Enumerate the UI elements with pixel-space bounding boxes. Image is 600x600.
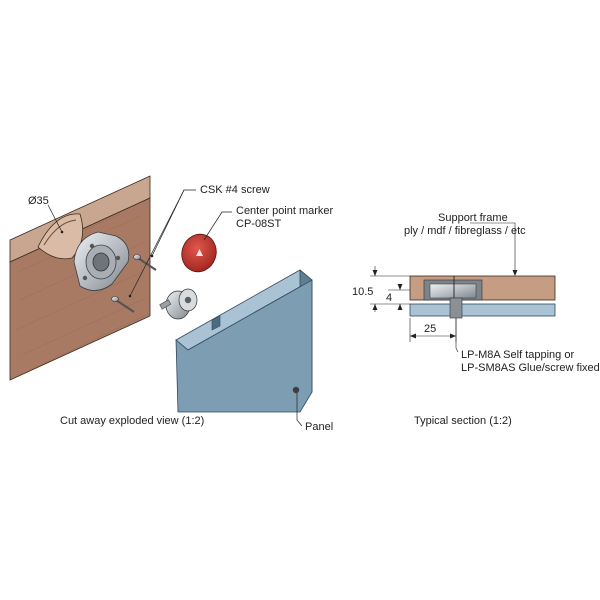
leader-marker — [203, 211, 232, 241]
section-panel — [409, 303, 556, 317]
dimension-arrows — [372, 270, 518, 339]
leader-lines-exploded — [47, 189, 303, 427]
fixing-label-line2: LP-SM8AS Glue/screw fixed — [461, 362, 600, 374]
panel-front-face — [175, 279, 313, 413]
dim-total-label: 10.5 — [352, 286, 373, 298]
panel-groove — [211, 315, 221, 331]
panel-bore-hole — [292, 386, 300, 394]
marker-label-line2: CP-08ST — [236, 218, 282, 230]
section-view: Support frame ply / mdf / fibreglass / e… — [352, 212, 600, 427]
leader-dia — [47, 204, 63, 233]
leader-screw-lower — [129, 189, 185, 297]
exploded-view: Ø35 CSK #4 screw Center point marker CP-… — [9, 175, 334, 433]
cam-fitting — [159, 288, 198, 320]
marker-label-line1: Center point marker — [236, 205, 334, 217]
screw-upper — [133, 254, 157, 271]
screw-label: CSK #4 screw — [200, 184, 270, 196]
dim-4-label: 4 — [386, 292, 392, 304]
leader-panel — [296, 393, 303, 427]
panel-label: Panel — [305, 421, 333, 433]
section-fitting — [423, 276, 483, 319]
bore-inner-shadow — [43, 219, 77, 246]
panel — [175, 269, 313, 413]
section-caption: Typical section (1:2) — [414, 415, 512, 427]
dim-25-label: 25 — [424, 323, 436, 335]
dimension-lines — [370, 222, 516, 353]
dia-label: Ø35 — [28, 195, 49, 207]
fixing-label-line1: LP-M8A Self tapping or — [461, 349, 574, 361]
exploded-caption: Cut away exploded view (1:2) — [60, 415, 204, 427]
screw-lower — [111, 296, 135, 313]
frame-label-line1: Support frame — [438, 212, 508, 224]
frame-label-line2: ply / mdf / fibreglass / etc — [404, 225, 526, 237]
bore-cutaway — [37, 213, 84, 260]
center-point-marker — [181, 233, 217, 273]
mounting-plate — [73, 231, 130, 291]
